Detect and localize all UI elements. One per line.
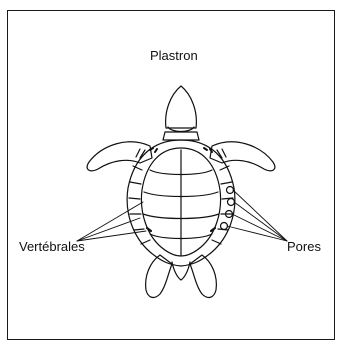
neck-band	[163, 132, 199, 140]
rear-right-flipper	[190, 255, 216, 297]
leader-lines-vertebrales	[77, 202, 146, 241]
label-pores: Pores	[287, 240, 321, 253]
pore-4	[221, 223, 228, 230]
label-vertebrales: Vertébrales	[19, 240, 85, 253]
leader-lines-pores	[227, 190, 287, 241]
pore-1	[227, 187, 234, 194]
pore-2	[228, 199, 235, 206]
label-plastron: Plastron	[150, 49, 198, 62]
turtle-head	[166, 86, 197, 128]
rear-left-flipper	[146, 255, 172, 297]
